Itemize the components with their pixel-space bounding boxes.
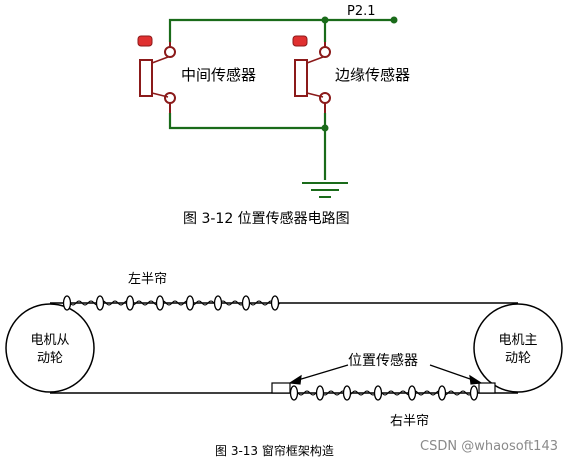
middle-sensor-switch bbox=[137, 35, 176, 113]
position-sensor-left bbox=[271, 382, 291, 394]
port-label: P2.1 bbox=[347, 4, 376, 19]
driven-wheel bbox=[5, 303, 95, 393]
sensor-pointer-arrows bbox=[288, 364, 483, 385]
junction-bottom bbox=[321, 124, 329, 132]
curtain-ring bbox=[62, 295, 72, 311]
curtain-ring bbox=[95, 295, 105, 311]
left-curtain bbox=[62, 295, 281, 311]
frame-caption: 图 3-13 窗帘框架构造 bbox=[215, 443, 334, 458]
curtain-ring bbox=[342, 385, 352, 401]
drive-wheel-label-line1: 电机主 bbox=[498, 333, 537, 348]
circuit-wires bbox=[168, 18, 392, 180]
curtain-ring bbox=[469, 385, 479, 401]
drive-wheel bbox=[473, 303, 563, 393]
top-wire bbox=[168, 18, 392, 42]
port-terminal-dot bbox=[390, 16, 398, 24]
edge-sensor-switch bbox=[292, 35, 331, 113]
driven-wheel-label-line2: 动轮 bbox=[37, 351, 63, 366]
curtain-ring bbox=[241, 295, 251, 311]
middle-sensor-plunger bbox=[139, 59, 153, 97]
position-sensor-right bbox=[478, 382, 496, 394]
right-curtain-label: 右半帘 bbox=[390, 413, 429, 429]
curtain-ring bbox=[125, 295, 135, 311]
curtain-ring bbox=[437, 385, 447, 401]
circuit-caption: 图 3-12 位置传感器电路图 bbox=[183, 210, 350, 227]
position-sensor-label: 位置传感器 bbox=[348, 352, 418, 369]
watermark: CSDN @whaosoft143 bbox=[420, 439, 558, 454]
driven-wheel-label-line1: 电机从 bbox=[30, 333, 69, 348]
edge-sensor-label: 边缘传感器 bbox=[335, 66, 410, 84]
curtain-ring bbox=[270, 295, 280, 311]
edge-sensor-top-indicator bbox=[292, 35, 308, 47]
ground-symbol bbox=[302, 182, 348, 198]
curtain-ring bbox=[315, 385, 325, 401]
junction-top bbox=[321, 16, 329, 24]
curtain-ring bbox=[407, 385, 417, 401]
middle-sensor-top-indicator bbox=[137, 35, 153, 47]
curtain-ring bbox=[155, 295, 165, 311]
curtain-frame-diagram: 电机从 动轮 电机主 动轮 左半帘 右半帘 bbox=[5, 271, 563, 458]
right-curtain bbox=[289, 385, 479, 401]
left-curtain-label: 左半帘 bbox=[128, 271, 167, 287]
middle-sensor-label: 中间传感器 bbox=[181, 66, 256, 84]
bottom-wire bbox=[168, 113, 325, 130]
curtain-ring bbox=[185, 295, 195, 311]
drive-wheel-label-line2: 动轮 bbox=[505, 351, 531, 366]
curtain-ring bbox=[373, 385, 383, 401]
curtain-ring bbox=[289, 385, 299, 401]
curtain-ring bbox=[213, 295, 223, 311]
edge-sensor-plunger bbox=[294, 59, 308, 97]
sensor-circuit-diagram: 中间传感器 边缘传感器 P2.1 图 3-12 位置传感器电路图 bbox=[137, 4, 410, 227]
